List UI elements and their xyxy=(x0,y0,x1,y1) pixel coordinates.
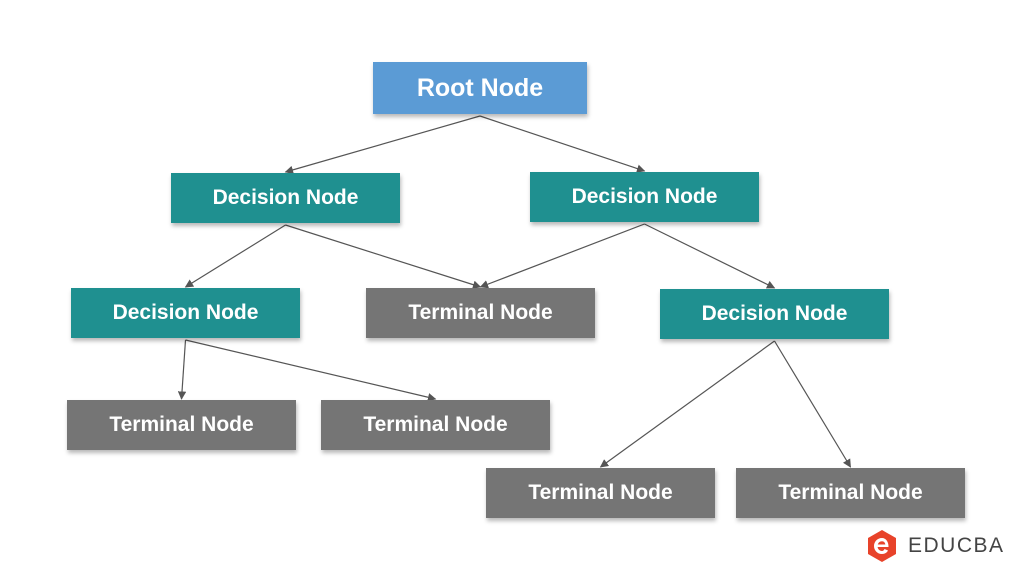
edge-root-to-decision_1 xyxy=(284,115,481,174)
decision-node-3: Decision Node xyxy=(71,288,300,338)
decision-node-4: Decision Node xyxy=(660,289,889,339)
educba-logo: EDUCBA xyxy=(864,528,1005,564)
terminal-node-3: Terminal Node xyxy=(321,400,550,450)
edge-decision_1-to-terminal_1 xyxy=(285,224,482,289)
edge-decision_3-to-terminal_3 xyxy=(185,339,437,402)
edge-decision_3-to-terminal_2 xyxy=(177,339,187,400)
decision-node-1: Decision Node xyxy=(171,173,400,223)
decision-node-2: Decision Node xyxy=(530,172,759,222)
terminal-node-1: Terminal Node xyxy=(366,288,595,338)
edge-decision_1-to-decision_3 xyxy=(184,224,286,288)
terminal-node-5: Terminal Node xyxy=(736,468,965,518)
edge-decision_4-to-terminal_4 xyxy=(599,340,775,468)
terminal-node-4: Terminal Node xyxy=(486,468,715,518)
edge-decision_2-to-decision_4 xyxy=(644,223,776,289)
edge-root-to-decision_2 xyxy=(479,115,646,173)
brand-name: EDUCBA xyxy=(908,534,1005,557)
terminal-node-2: Terminal Node xyxy=(67,400,296,450)
educba-logo-icon xyxy=(868,530,896,562)
root-node: Root Node xyxy=(373,62,587,114)
edge-decision_4-to-terminal_5 xyxy=(773,340,852,468)
edge-decision_2-to-terminal_1 xyxy=(479,223,645,289)
